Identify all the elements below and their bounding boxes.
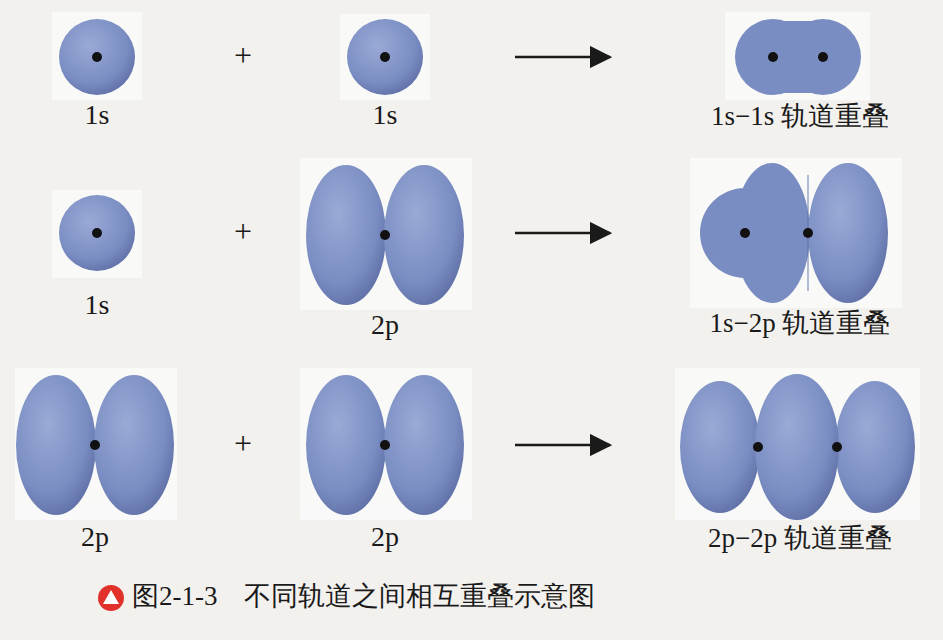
orbital-label: 1s <box>373 98 398 132</box>
orbital-label: 2p <box>371 308 399 342</box>
orbital-label: 2p <box>371 520 399 554</box>
orbital-label: 1s <box>85 288 110 322</box>
caption: 图2-1-3 不同轨道之间相互重叠示意图 <box>132 580 595 612</box>
overlap-label: 1s−2p 轨道重叠 <box>710 307 891 339</box>
plus-sign: + <box>234 212 252 250</box>
orbital-label: 2p <box>81 520 109 554</box>
orbital-label: 1s <box>85 98 110 132</box>
plus-sign: + <box>234 36 252 74</box>
overlap-label: 2p−2p 轨道重叠 <box>708 522 892 554</box>
plus-sign: + <box>234 424 252 462</box>
overlap-label: 1s−1s 轨道重叠 <box>711 100 889 132</box>
